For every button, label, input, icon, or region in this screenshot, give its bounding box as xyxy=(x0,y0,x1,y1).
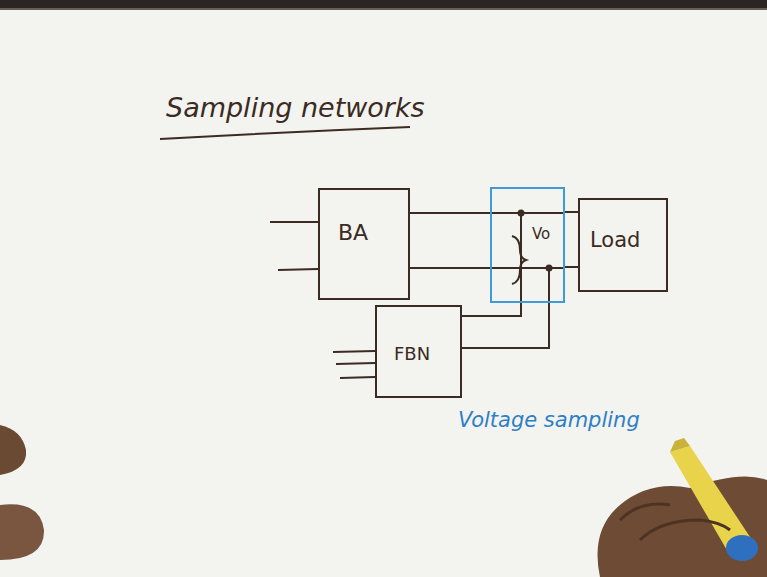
feedback-network-box: FBN xyxy=(375,305,462,398)
wire xyxy=(410,268,490,269)
wire xyxy=(462,303,521,316)
node-label: Vo xyxy=(532,225,563,243)
load-box: Load xyxy=(578,198,668,292)
node-label: Load xyxy=(590,228,666,252)
node-label: BA xyxy=(338,220,408,245)
title-underline xyxy=(160,127,410,139)
input-leads xyxy=(270,222,375,378)
board-edge xyxy=(0,0,767,9)
title: Sampling networks xyxy=(166,92,425,123)
wire xyxy=(462,303,549,348)
hand-with-marker xyxy=(598,438,767,577)
node-label: FBN xyxy=(394,343,460,364)
hand xyxy=(0,425,44,560)
junction-dot xyxy=(546,265,553,272)
sampling-wires xyxy=(490,213,565,304)
junction-dot xyxy=(518,210,525,217)
wire xyxy=(565,267,578,268)
note-text: Voltage sampling xyxy=(458,408,640,432)
sampling-network-box: Vo xyxy=(490,187,565,303)
amplifier-box: BA xyxy=(318,188,410,300)
wire xyxy=(410,213,490,214)
wire xyxy=(565,212,578,213)
